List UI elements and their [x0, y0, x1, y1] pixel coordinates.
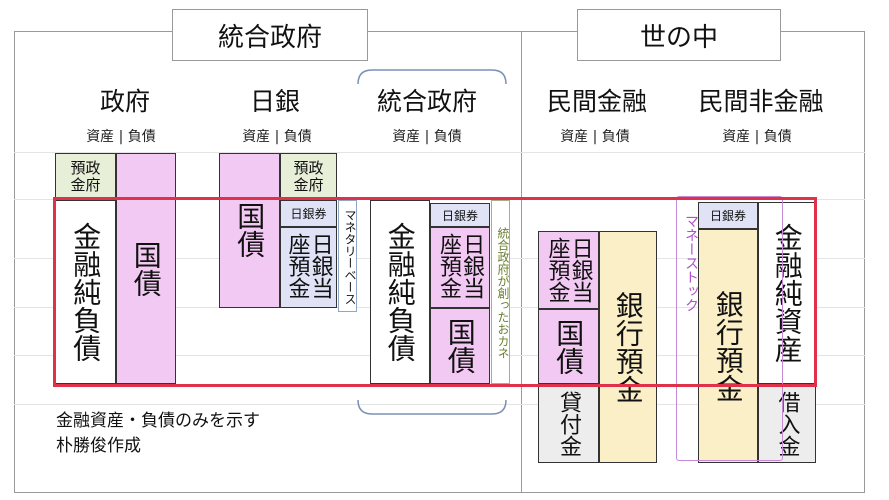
grid-line: [14, 404, 865, 405]
boj-current-account-block: 日銀当座預金: [280, 227, 337, 308]
grid-line: [14, 152, 865, 153]
fin-loans-label: 貸付金: [556, 390, 582, 457]
header-gov: 政府: [99, 87, 150, 116]
highlight-frame: [53, 197, 817, 387]
nonfin-banknote-label: 日銀券: [709, 209, 746, 223]
ig-money-text: 統合政府が創ったおカネ: [496, 227, 510, 359]
monetary-base-text: マネタリーベース: [343, 209, 357, 305]
nonfin-bank-deposit-block: 銀行預金: [698, 229, 758, 463]
fin-jgb-label: 国債: [552, 318, 586, 375]
gov-jgb-block: 国債: [116, 153, 176, 384]
fin-bank-deposit-block: 銀行預金: [599, 231, 657, 463]
header-ig: 統合政府: [376, 87, 477, 116]
nonfin-borrowing-block: 借入金: [758, 384, 816, 463]
ig-bracket: [357, 69, 507, 415]
nonfin-banknote-block: 日銀券: [698, 202, 758, 229]
header-fin: 民間金融: [546, 87, 647, 116]
asset-liability-ig: 資産 | 負債: [392, 129, 462, 145]
title-society: 世の中: [577, 9, 781, 61]
ig-current-account-block: 日銀当座預金: [430, 227, 490, 308]
asset-liability-fin: 資産 | 負債: [560, 129, 630, 145]
fin-loans-block: 貸付金: [538, 384, 599, 463]
fin-current-account-block: 日銀当座預金: [538, 231, 599, 309]
money-stock-bracket: [676, 196, 783, 461]
fin-current-account-label: 日銀当座預金: [544, 237, 593, 303]
monetary-base-label: マネタリーベース: [338, 200, 357, 312]
boj-banknote-block: 日銀券: [280, 200, 337, 227]
asset-liability-nonfin: 資産 | 負債: [722, 129, 792, 145]
gov-jgb-label: 国債: [129, 240, 163, 297]
asset-liability-gov: 資産 | 負債: [86, 129, 156, 145]
ig-jgb-label: 国債: [443, 318, 477, 374]
footnote-line-2: 朴勝俊作成: [56, 435, 141, 456]
nonfin-borrowing-label: 借入金: [774, 390, 800, 457]
title-right-text: 世の中: [639, 22, 718, 53]
header-nonfin: 民間非金融: [698, 87, 824, 116]
footnote: 金融資産・負債のみを示す 朴勝俊作成: [56, 409, 356, 458]
ig-banknote-block: 日銀券: [430, 203, 490, 227]
boj-current-account-label: 日銀当座預金: [284, 232, 333, 299]
money-stock-label: マネーストック: [678, 214, 699, 354]
nonfin-net-financial-asset-label: 金融純資産: [770, 223, 804, 363]
gov-deposit-block: 預政 金府: [55, 153, 116, 200]
footnote-line-1: 金融資産・負債のみを示す: [56, 411, 260, 431]
gov-deposit-label: 預政 金府: [70, 159, 101, 194]
title-left-text: 統合政府: [217, 22, 322, 53]
nonfin-net-financial-asset: 金融純資産: [758, 202, 816, 384]
ig-net-financial-liability-label: 金融純負債: [383, 222, 417, 362]
ig-jgb-block: 国債: [430, 308, 490, 384]
boj-gov-deposit-label: 預政 金府: [293, 159, 324, 194]
boj-gov-deposit-block: 預政 金府: [280, 153, 337, 200]
ig-money-label: 統合政府が創ったおカネ: [491, 200, 510, 384]
fin-jgb-block: 国債: [538, 309, 599, 384]
title-integrated-government: 統合政府: [172, 9, 368, 61]
ig-banknote-label: 日銀券: [441, 208, 478, 223]
asset-liability-boj: 資産 | 負債: [242, 129, 312, 145]
boj-jgb-block: 国債: [219, 153, 280, 308]
ig-current-account-label: 日銀当座預金: [436, 232, 485, 299]
gov-net-financial-liability-label: 金融純負債: [69, 222, 103, 362]
money-stock-text: マネーストック: [683, 214, 699, 312]
nonfin-bank-deposit-label: 銀行預金: [711, 290, 745, 402]
header-boj: 日銀: [249, 87, 300, 116]
boj-jgb-label: 国債: [233, 202, 267, 258]
ig-net-financial-liability: 金融純負債: [370, 200, 430, 384]
boj-banknote-label: 日銀券: [290, 207, 327, 221]
